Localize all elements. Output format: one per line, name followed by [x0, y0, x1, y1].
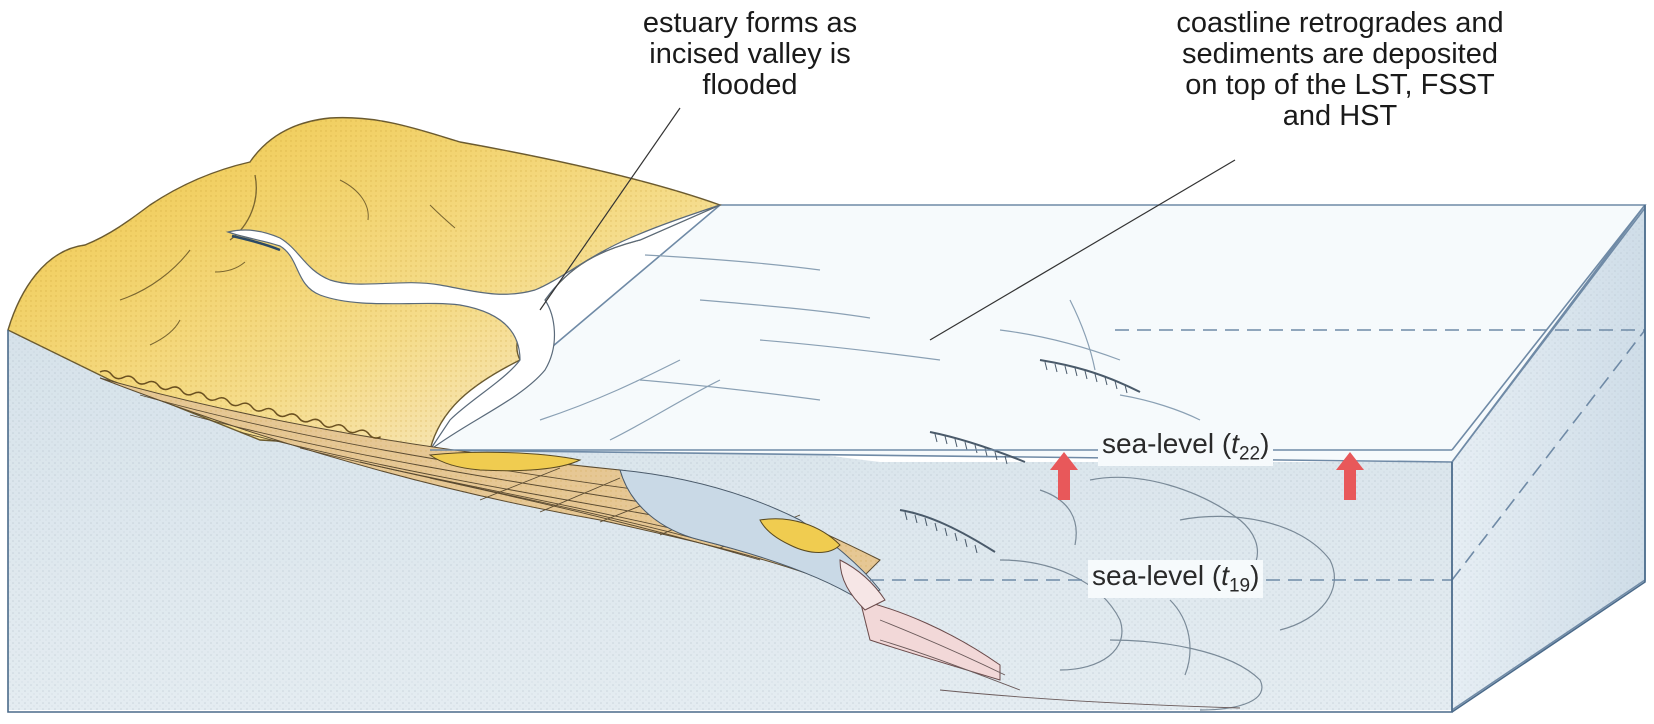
- coastline-callout-line: and HST: [1150, 101, 1530, 132]
- coastline-callout-line: on top of the LST, FSST: [1150, 70, 1530, 101]
- coastline-callout: coastline retrogrades and sediments are …: [1150, 8, 1530, 132]
- estuary-callout: estuary forms as incised valley is flood…: [590, 8, 910, 101]
- estuary-callout-line: estuary forms as: [590, 8, 910, 39]
- sea-level-prefix: sea-level (: [1092, 560, 1221, 591]
- sea-level-t19-label: sea-level (t19): [1088, 560, 1263, 598]
- coastline-callout-line: coastline retrogrades and: [1150, 8, 1530, 39]
- sea-level-symbol: t: [1221, 560, 1229, 591]
- coastline-callout-line: sediments are deposited: [1150, 39, 1530, 70]
- sea-level-symbol: t: [1231, 428, 1239, 459]
- sea-level-suffix: ): [1260, 428, 1269, 459]
- sea-level-t22-label: sea-level (t22): [1098, 428, 1273, 466]
- sea-level-subscript: 19: [1229, 576, 1250, 597]
- sea-level-suffix: ): [1250, 560, 1259, 591]
- estuary-callout-line: flooded: [590, 70, 910, 101]
- sea-level-prefix: sea-level (: [1102, 428, 1231, 459]
- sea-level-subscript: 22: [1239, 444, 1260, 465]
- estuary-callout-line: incised valley is: [590, 39, 910, 70]
